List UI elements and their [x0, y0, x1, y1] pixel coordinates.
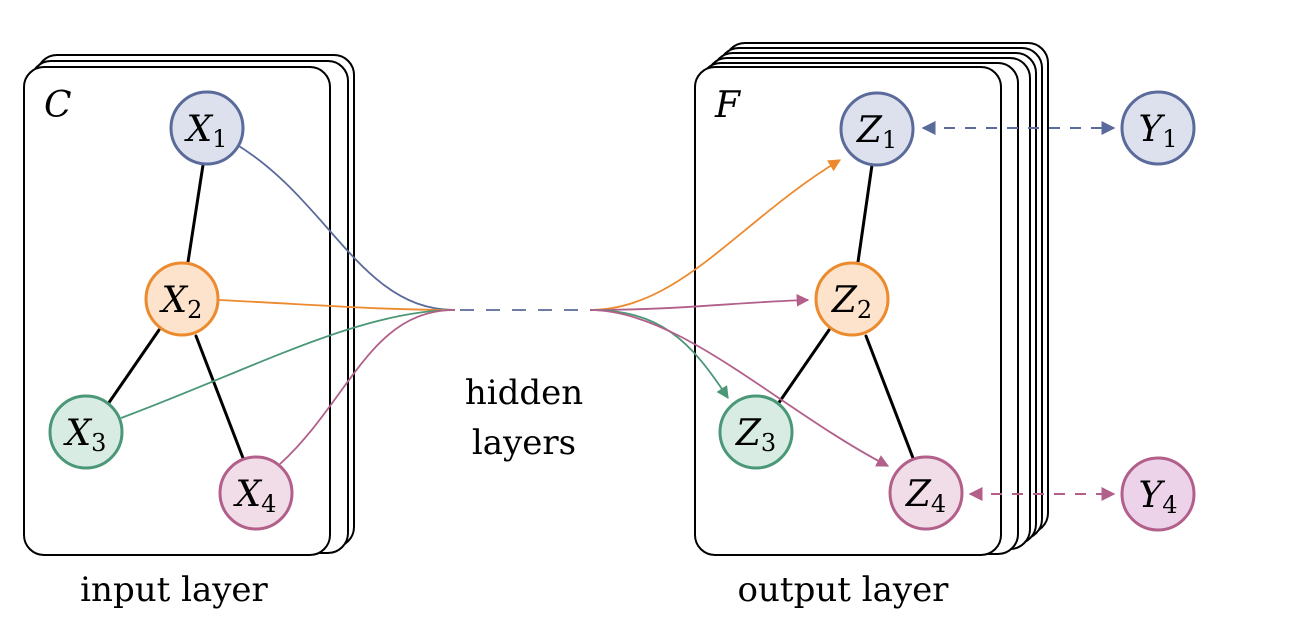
node-letter: Y	[1138, 475, 1165, 516]
node-subscript: 1	[212, 125, 227, 153]
svg-text:Y1: Y1	[1138, 109, 1177, 153]
edge-z2-z3	[776, 328, 831, 406]
node-z1: Z1	[839, 91, 915, 167]
node-z2: Z2	[814, 261, 890, 337]
node-letter: X	[233, 474, 263, 515]
node-letter: Y	[1138, 109, 1165, 150]
svg-text:X3: X3	[63, 413, 107, 457]
output-layer-caption: output layer	[738, 570, 950, 610]
flow-x1-hidden	[233, 142, 456, 311]
edge-x1-x2	[186, 163, 205, 264]
flow-x3-hidden	[120, 309, 456, 419]
node-subscript: 3	[761, 429, 776, 457]
svg-text:Z4: Z4	[905, 474, 946, 518]
node-x4: X4	[218, 455, 294, 531]
output-flows	[589, 159, 890, 467]
flow-x4-hidden	[279, 309, 456, 465]
flow-hidden-z1	[589, 159, 842, 311]
svg-text:Y4: Y4	[1138, 475, 1177, 519]
node-subscript: 2	[857, 296, 872, 324]
node-letter: X	[184, 109, 214, 150]
hidden-layers-label-line1: hidden	[465, 373, 583, 413]
edge-x2-x4	[194, 334, 245, 460]
node-subscript: 1	[882, 126, 897, 154]
flow-x2-hidden	[218, 299, 456, 311]
node-letter: X	[159, 280, 189, 321]
flow-hidden-z4	[589, 309, 890, 467]
node-x1: X1	[169, 90, 245, 166]
node-subscript: 4	[1162, 491, 1177, 519]
input-layer-caption: input layer	[80, 570, 268, 610]
edge-z1-z2	[856, 163, 874, 264]
node-x3: X3	[48, 394, 124, 470]
node-y4: Y4	[1120, 456, 1196, 532]
node-z4: Z4	[888, 455, 964, 531]
node-letter: Z	[735, 413, 762, 454]
svg-text:Z2: Z2	[831, 280, 872, 324]
svg-text:X1: X1	[184, 109, 228, 153]
node-subscript: 4	[261, 490, 276, 518]
edge-x2-x3	[106, 328, 161, 406]
flow-hidden-z2	[589, 294, 810, 311]
node-x2: X2	[144, 261, 220, 337]
node-letter: Z	[831, 280, 858, 321]
node-subscript: 4	[931, 490, 946, 518]
output-edges	[776, 163, 915, 460]
node-subscript: 3	[91, 429, 106, 457]
output-panel-label: F	[714, 85, 742, 126]
input-flows	[120, 142, 456, 465]
hidden-layers-label-line2: layers	[472, 423, 576, 463]
node-subscript: 2	[187, 296, 202, 324]
node-letter: Z	[856, 110, 883, 151]
input-edges	[106, 163, 245, 460]
node-subscript: 1	[1162, 125, 1177, 153]
svg-text:Z1: Z1	[856, 110, 897, 154]
node-y1: Y1	[1120, 90, 1196, 166]
svg-text:X4: X4	[233, 474, 277, 518]
svg-text:X2: X2	[159, 280, 203, 324]
input-panel-label: C	[44, 85, 72, 126]
edge-z2-z4	[864, 334, 915, 460]
node-z3: Z3	[718, 394, 794, 470]
svg-text:Z3: Z3	[735, 413, 776, 457]
node-letter: Z	[905, 474, 932, 515]
node-letter: X	[63, 413, 93, 454]
